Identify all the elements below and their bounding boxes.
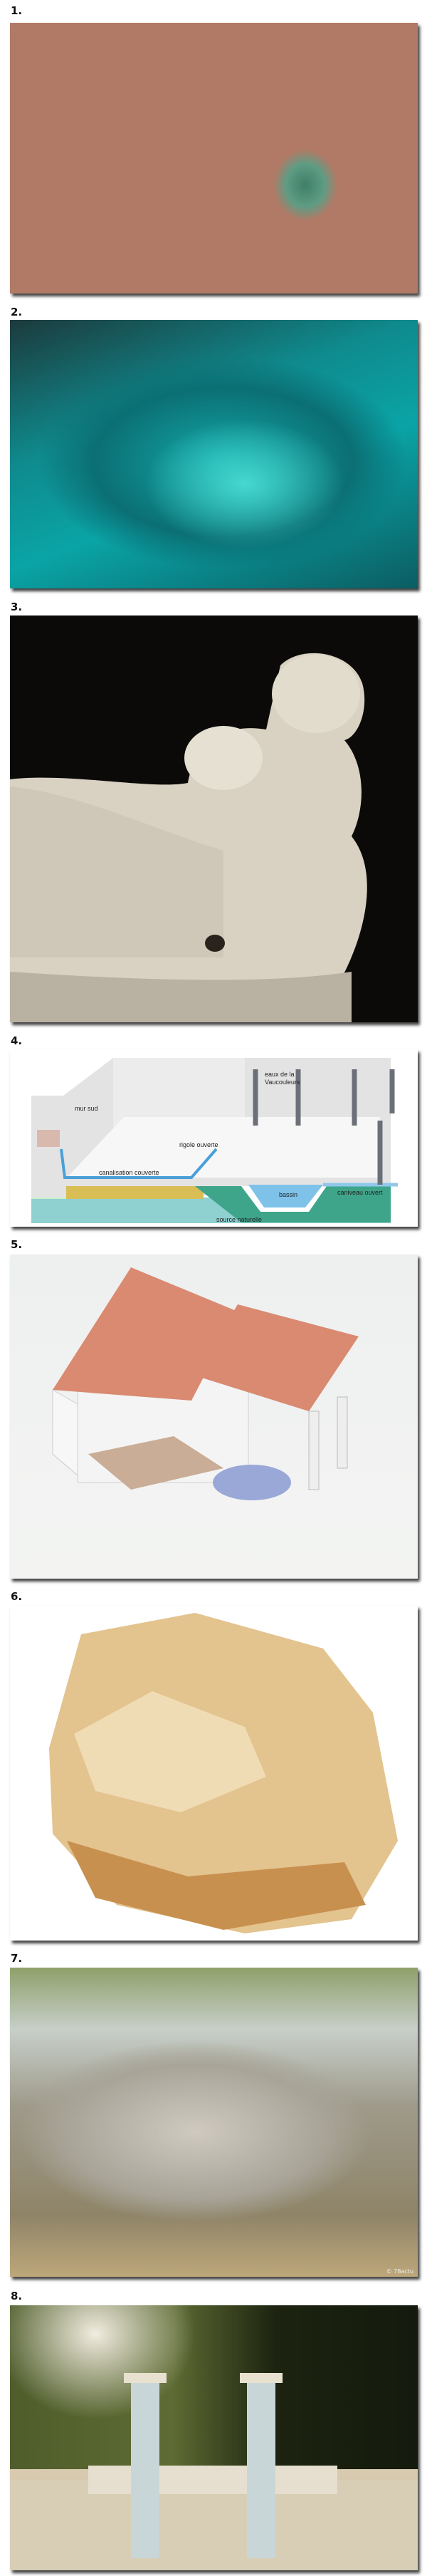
- floor: [67, 1117, 380, 1178]
- watermark: © 78actu: [386, 2268, 413, 2275]
- label-mur-sud: mur sud: [75, 1105, 98, 1112]
- label-rigole: rigole ouverte: [179, 1141, 218, 1148]
- column-left: [131, 2380, 159, 2558]
- item-number: 5.: [11, 1238, 23, 1251]
- photo-reclining-statue: [10, 616, 418, 1022]
- diagram-cross-section: mur sud eaux de la Vaucouleurs rigole ou…: [10, 1049, 418, 1227]
- photo-carved-rock-face: © 78actu: [10, 1968, 418, 2277]
- statue-niche: [37, 1130, 60, 1147]
- columns-scene: [10, 2373, 418, 2570]
- illustration-reconstruction: [10, 1255, 418, 1579]
- item-number: 1.: [11, 4, 23, 17]
- label-caniveau: caniveau ouvert: [337, 1189, 383, 1196]
- basin: [213, 1465, 291, 1500]
- sanctuary-section-diagram: mur sud eaux de la Vaucouleurs rigole ou…: [31, 1058, 398, 1223]
- item-number: 7.: [11, 1952, 23, 1965]
- item-number: 8.: [11, 2290, 23, 2302]
- roof-right: [195, 1304, 359, 1411]
- column-right: [247, 2380, 275, 2558]
- label-vaucouleurs: Vaucouleurs: [265, 1079, 300, 1086]
- label-eaux: eaux de la: [265, 1071, 295, 1078]
- photo-restored-basin-columns: [10, 2305, 418, 2570]
- item-number: 2.: [11, 306, 23, 318]
- photo-excavated-basin-floor: [10, 23, 418, 294]
- label-source: source naturelle: [216, 1216, 262, 1223]
- label-canalisation: canalisation couverte: [99, 1169, 159, 1176]
- photo-stone-relief-fragment: [10, 1606, 418, 1941]
- yellow-layer: [66, 1186, 204, 1199]
- photo-flooded-basin: [10, 320, 418, 588]
- item-number: 3.: [11, 601, 23, 613]
- roof-left: [53, 1267, 238, 1401]
- item-number: 6.: [11, 1590, 23, 1603]
- item-number: 4.: [11, 1034, 23, 1047]
- water-channel: [60, 1148, 218, 1179]
- statue-illustration: [10, 653, 367, 1022]
- reconstruction-drawing: [52, 1267, 359, 1500]
- label-bassin: bassin: [279, 1191, 297, 1198]
- basin: [248, 1185, 323, 1208]
- stone-fragment: [49, 1613, 398, 1933]
